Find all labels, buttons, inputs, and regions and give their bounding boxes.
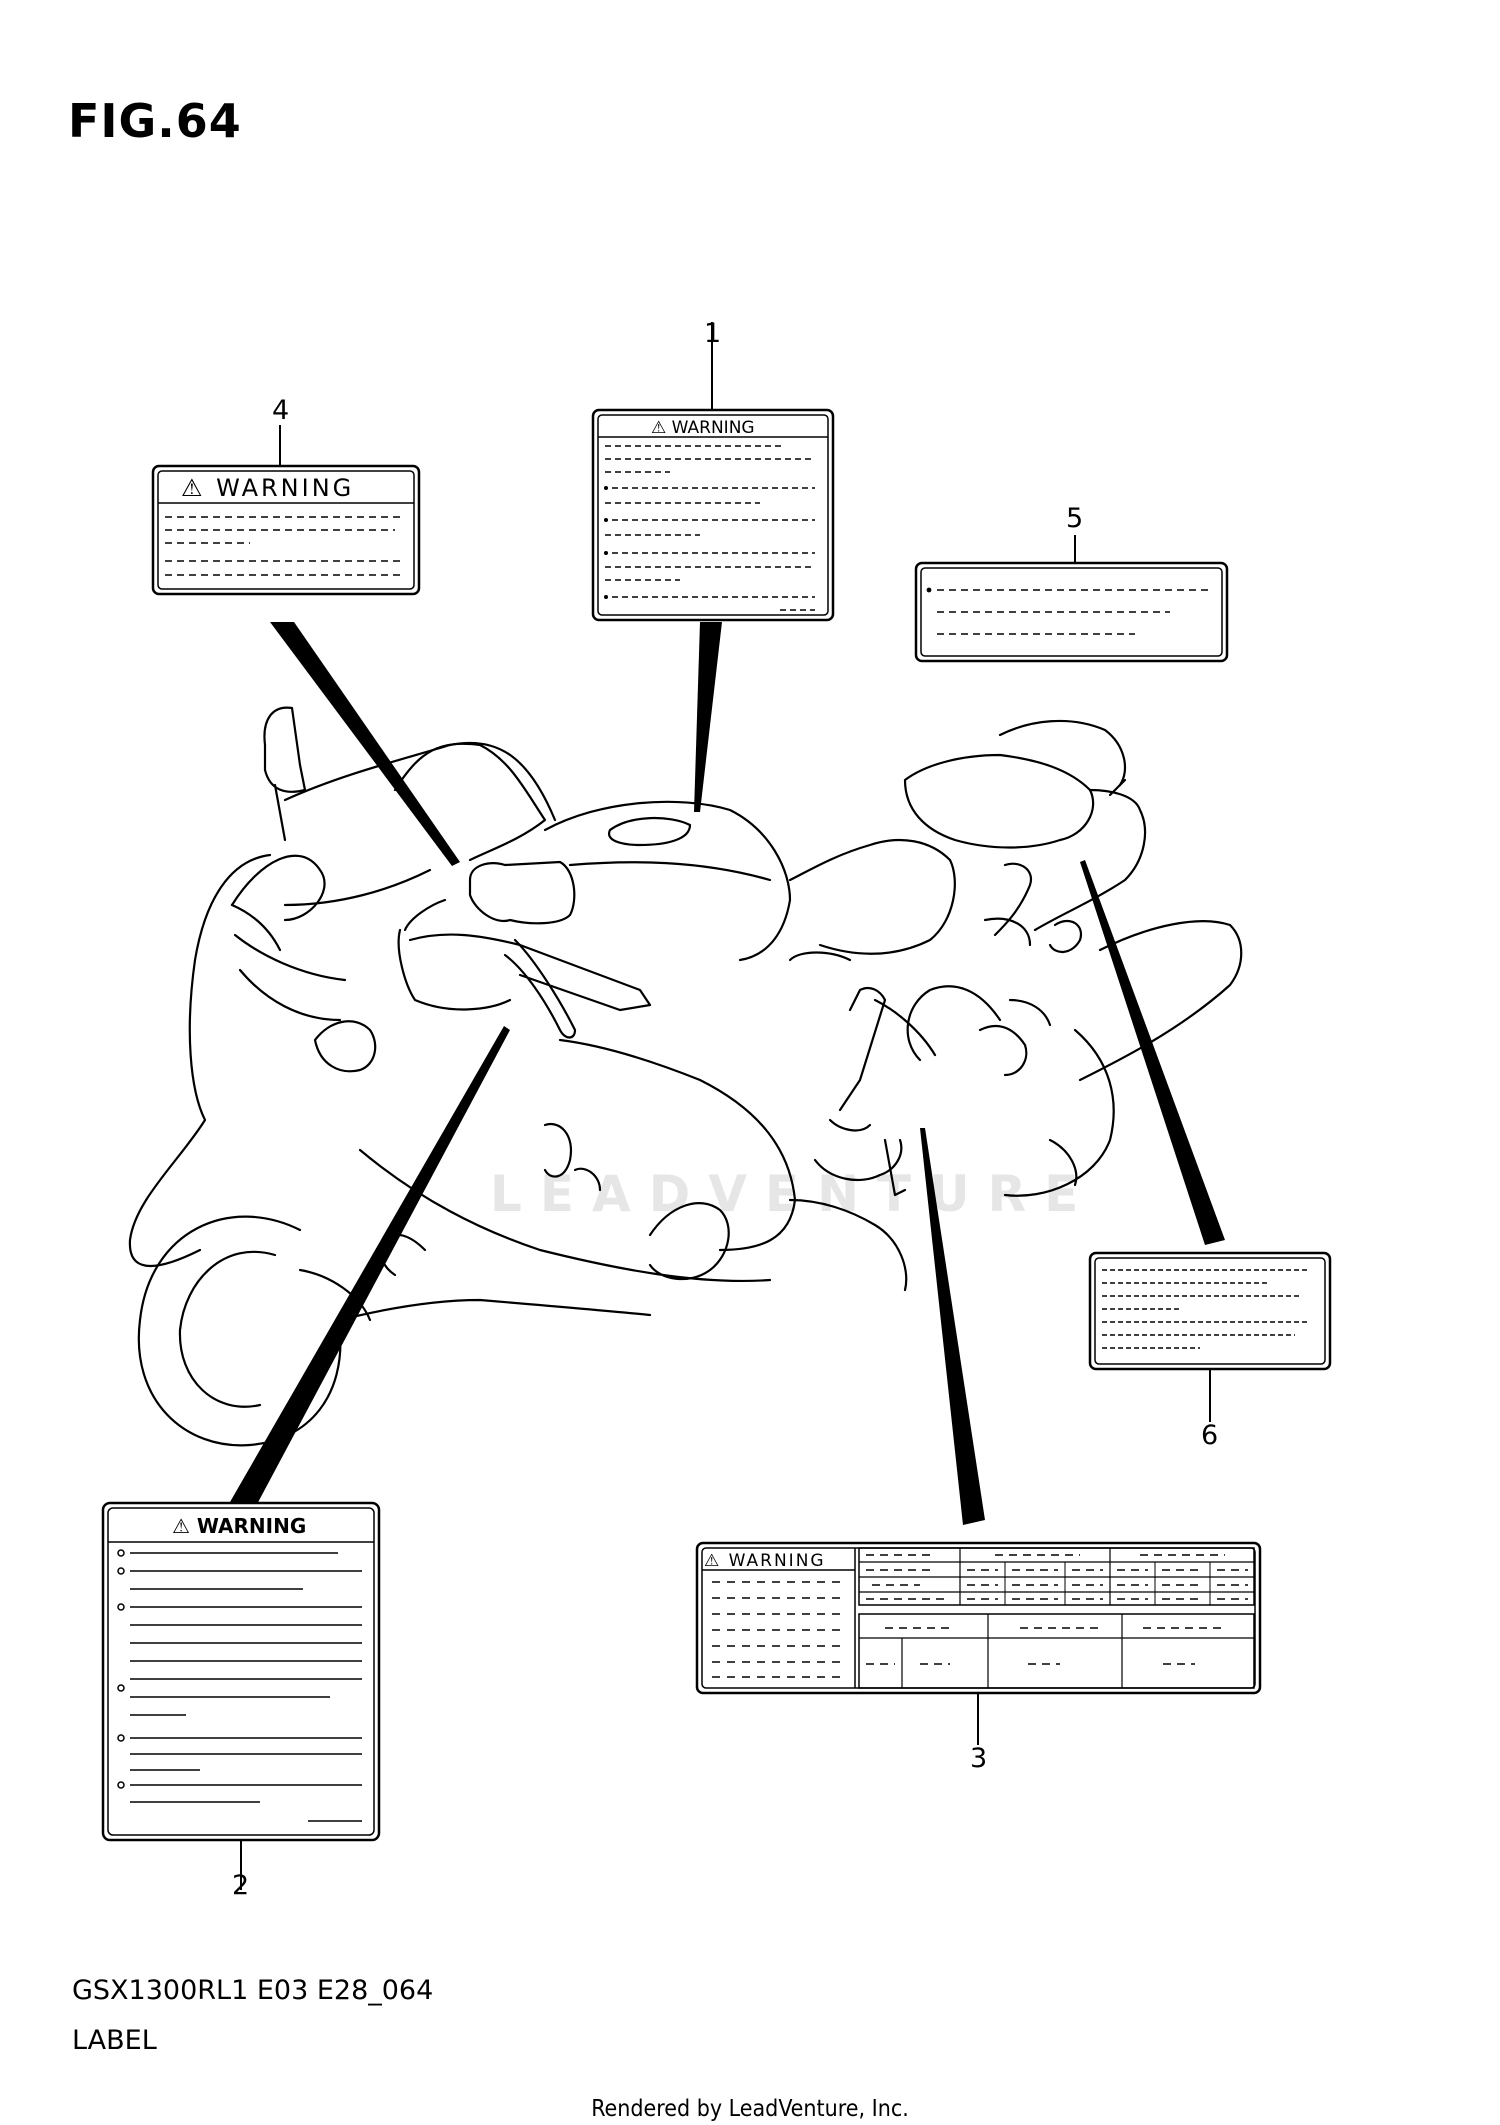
pointer-label-2 — [230, 1026, 510, 1508]
figure-code: GSX1300RL1 E03 E28_064 — [72, 1975, 434, 2006]
pointer-label-4 — [270, 622, 460, 866]
callout-5: 5 — [1066, 503, 1084, 534]
pointer-label-3 — [920, 1128, 985, 1525]
label-5 — [914, 535, 1229, 663]
label-4-warning-heading: ⚠ WARNING — [181, 474, 354, 502]
label-4 — [151, 425, 421, 596]
callout-4: 4 — [272, 395, 290, 426]
label-6 — [1088, 1251, 1332, 1422]
pointer-label-1 — [694, 622, 722, 812]
watermark: LEADVENTURE — [490, 1165, 1097, 1223]
label-1-warning-heading: ⚠ WARNING — [651, 418, 755, 438]
motorcycle-outline — [128, 706, 1243, 1447]
figure-title: FIG.64 — [68, 94, 242, 148]
callout-3: 3 — [970, 1743, 988, 1774]
pointer-wedges — [230, 622, 1225, 1525]
callout-1: 1 — [704, 318, 722, 349]
label-3-warning-heading: ⚠ WARNING — [704, 1551, 826, 1571]
label-2-warning-heading: ⚠ WARNING — [172, 1514, 306, 1538]
label-2 — [101, 1501, 381, 1890]
callout-2: 2 — [232, 1870, 250, 1901]
label-1 — [591, 322, 835, 622]
figure-name: LABEL — [72, 2025, 157, 2056]
callout-6: 6 — [1201, 1420, 1219, 1451]
label-3 — [695, 1541, 1262, 1745]
pointer-label-6 — [1080, 860, 1225, 1245]
render-credit: Rendered by LeadVenture, Inc. — [591, 2096, 909, 2122]
